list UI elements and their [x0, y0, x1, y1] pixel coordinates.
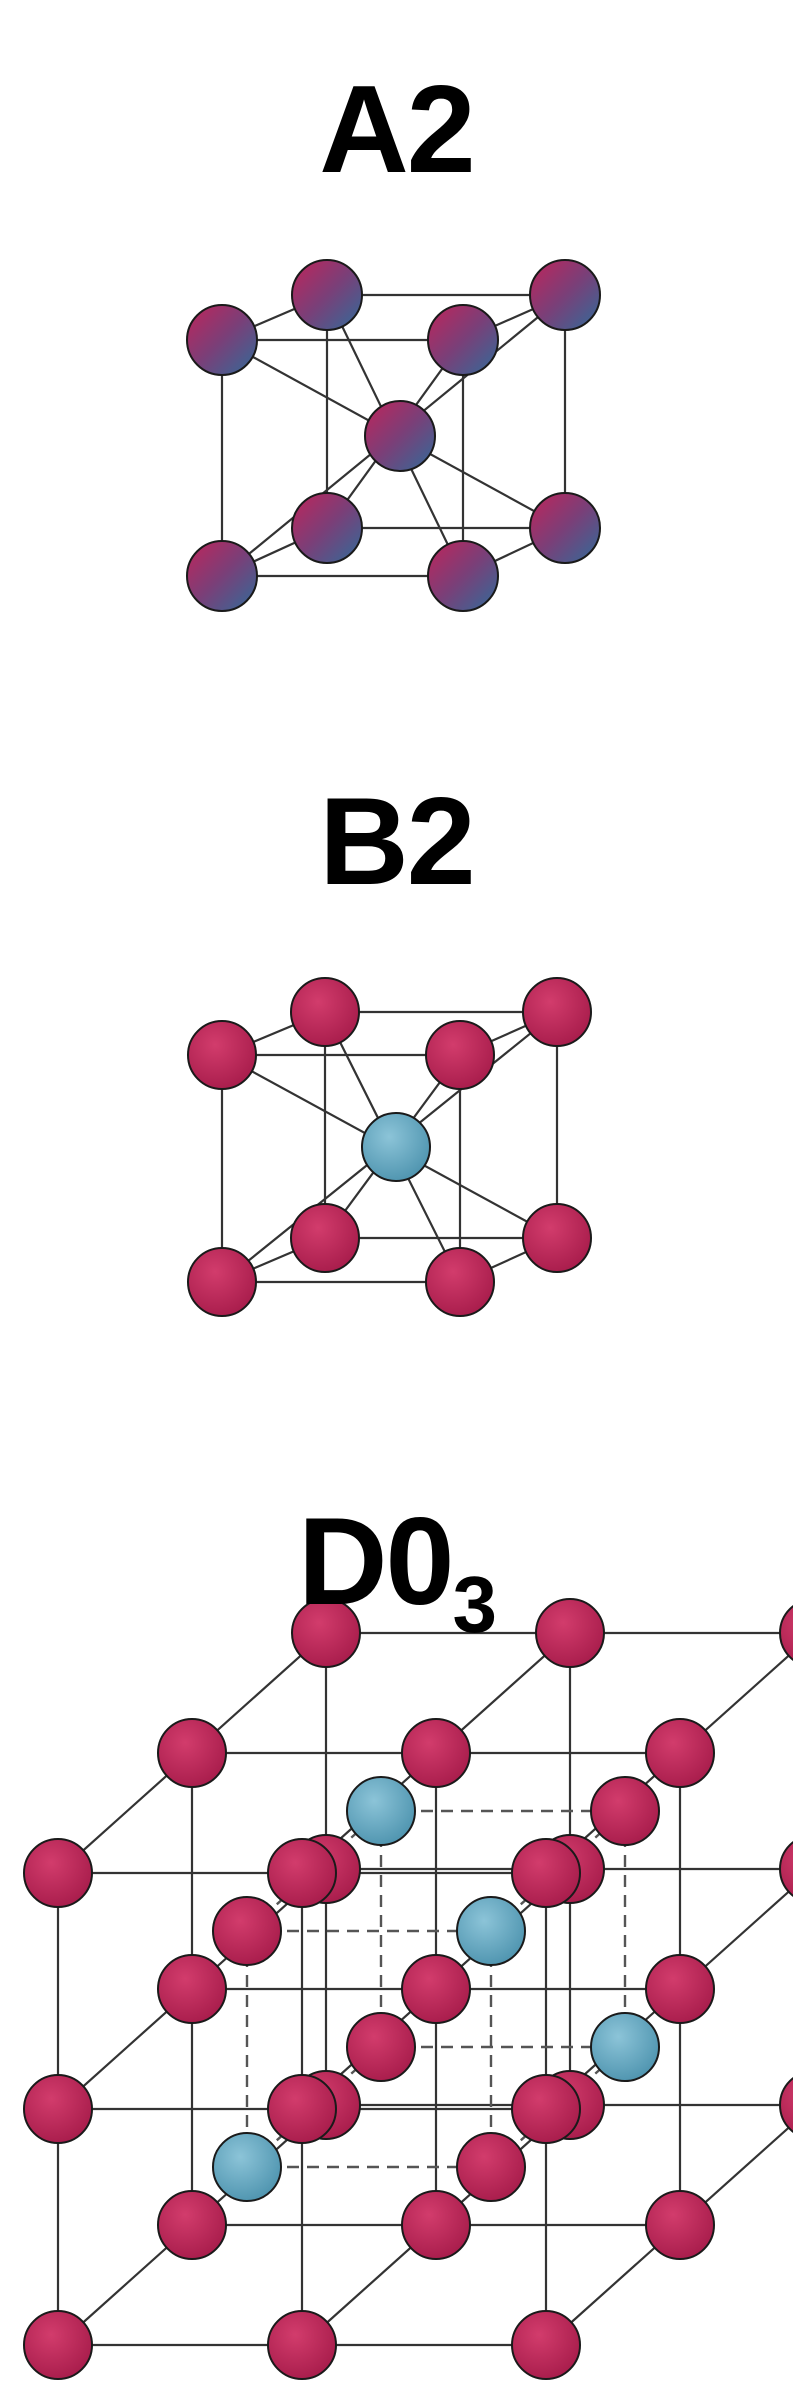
d03-lattice	[23, 1598, 793, 2380]
a2-atom	[427, 540, 499, 612]
d03-solute-atom	[590, 2012, 660, 2082]
d03-solute-atom	[212, 2132, 282, 2202]
a2-atom	[427, 304, 499, 376]
d03-host-atom	[401, 1954, 471, 2024]
d03-host-atom	[346, 2012, 416, 2082]
d03-host-atom	[779, 1605, 793, 1661]
a2-atom	[291, 259, 363, 331]
b2-corner-atom	[425, 1247, 495, 1317]
b2-corner-atom	[187, 1020, 257, 1090]
d03-host-atom	[645, 1954, 715, 2024]
d03-host-atom	[157, 2190, 227, 2260]
b2-corner-atom	[187, 1247, 257, 1317]
d03-host-atom	[23, 2074, 93, 2144]
d03-host-atom	[779, 1841, 793, 1897]
a2-atom-center	[364, 400, 436, 472]
b2-corner-atom	[522, 977, 592, 1047]
d03-host-atom	[267, 2074, 337, 2144]
d03-host-atom	[645, 2190, 715, 2260]
a2-atom	[529, 259, 601, 331]
d03-host-atom	[511, 2310, 581, 2380]
d03-host-atom	[511, 1838, 581, 1908]
d03-host-atom	[157, 1718, 227, 1788]
d03-host-atom	[23, 1838, 93, 1908]
d03-host-atom	[401, 1718, 471, 1788]
d03-host-atom	[212, 1896, 282, 1966]
b2-center-atom	[361, 1112, 431, 1182]
d03-host-atom	[23, 2310, 93, 2380]
d03-host-atom	[645, 1718, 715, 1788]
a2-lattice	[186, 259, 601, 612]
a2-atom	[291, 492, 363, 564]
d03-host-atom	[267, 2310, 337, 2380]
d03-host-atom	[535, 1598, 605, 1668]
structure-title-a2: A2	[319, 61, 476, 199]
d03-host-atom	[511, 2074, 581, 2144]
structure-title-d03: D03	[297, 1493, 497, 1649]
b2-lattice	[187, 977, 592, 1317]
d03-solute-atom	[346, 1776, 416, 1846]
title-subscript: 3	[452, 1560, 497, 1649]
d03-host-atom	[157, 1954, 227, 2024]
b2-corner-atom	[290, 1203, 360, 1273]
d03-solute-atom	[456, 1896, 526, 1966]
d03-host-atom	[779, 2077, 793, 2133]
d03-host-atom	[291, 1598, 361, 1668]
structure-title-b2: B2	[319, 773, 476, 911]
a2-atom	[186, 540, 258, 612]
b2-corner-atom	[522, 1203, 592, 1273]
b2-corner-atom	[290, 977, 360, 1047]
a2-atom	[186, 304, 258, 376]
d03-host-atom	[267, 1838, 337, 1908]
b2-corner-atom	[425, 1020, 495, 1090]
a2-atom	[529, 492, 601, 564]
d03-host-atom	[590, 1776, 660, 1846]
d03-host-atom	[401, 2190, 471, 2260]
d03-host-atom	[456, 2132, 526, 2202]
